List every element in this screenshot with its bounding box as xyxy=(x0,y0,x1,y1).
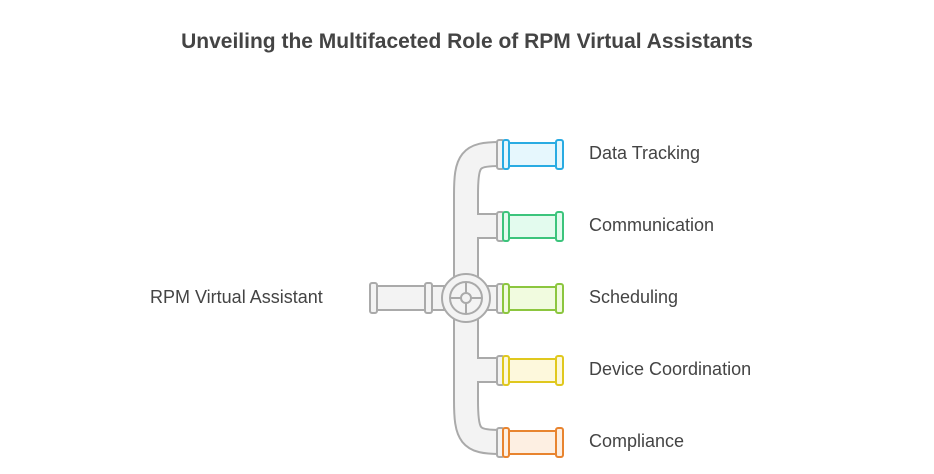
branch-label: Communication xyxy=(589,215,715,235)
branch-label: Device Coordination xyxy=(589,359,752,379)
branch-label: Data Tracking xyxy=(589,143,701,163)
branch-pipe-4 xyxy=(496,427,564,458)
branch-pipe-0 xyxy=(496,139,564,170)
diagram-title: Unveiling the Multifaceted Role of RPM V… xyxy=(181,30,753,53)
source-label: RPM Virtual Assistant xyxy=(150,287,323,307)
branch-label: Scheduling xyxy=(589,287,679,307)
input-pipe xyxy=(369,282,445,314)
branch-pipe-1 xyxy=(496,211,564,242)
branch-pipe-3 xyxy=(496,355,564,386)
branch-label: Compliance xyxy=(589,431,685,451)
branch-pipe-2 xyxy=(496,283,564,314)
valve-icon xyxy=(441,273,491,323)
